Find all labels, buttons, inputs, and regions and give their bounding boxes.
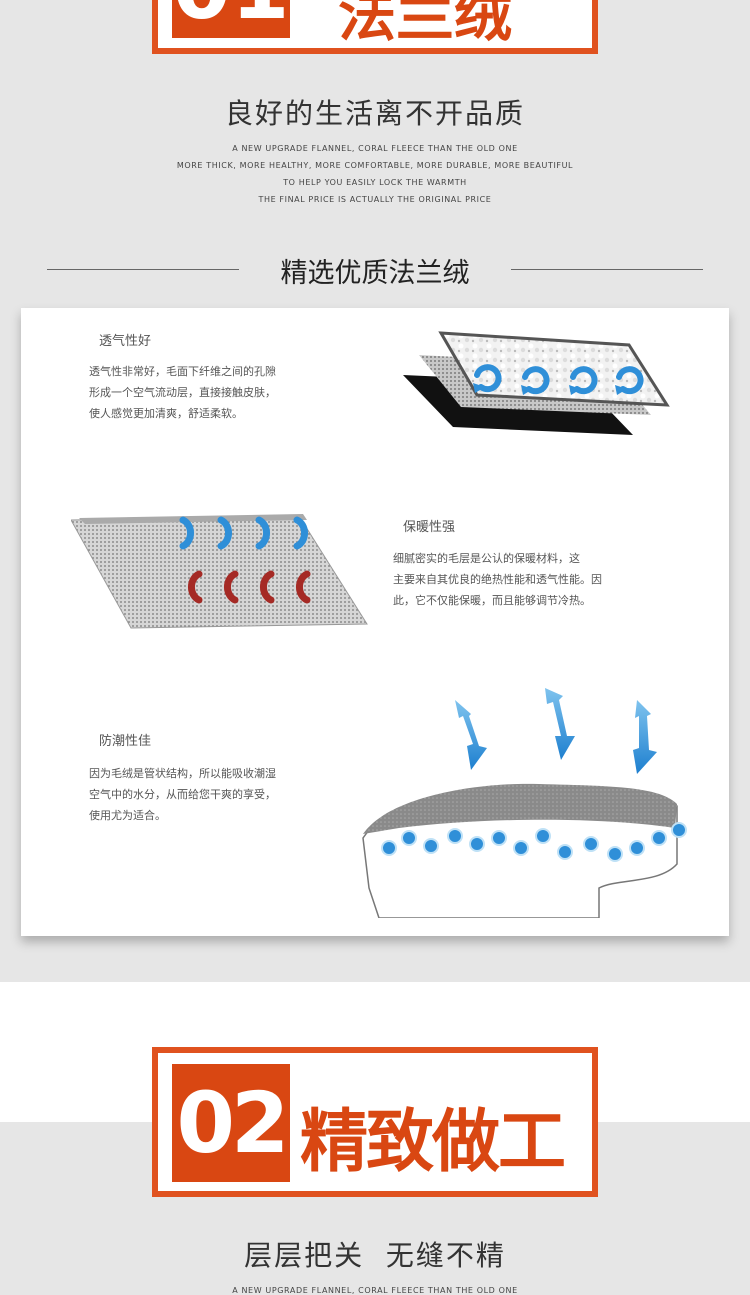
feature-breathable-body: 透气性非常好，毛面下纤维之间的孔隙 形成一个空气流动层，直接接触皮肤， 使人感觉…	[89, 361, 349, 424]
section2-slogan: 层层把关 无缝不精	[244, 1239, 506, 1272]
divider-right	[511, 269, 703, 270]
moisture-arrow-icon	[633, 700, 657, 774]
feature-moisture-line: 空气中的水分，从而给您干爽的享受，	[89, 788, 276, 801]
feature-moisture-body: 因为毛绒是管状结构，所以能吸收潮湿 空气中的水分，从而给您干爽的享受， 使用尤为…	[89, 763, 349, 826]
cold-air-icon	[255, 516, 270, 550]
feature-breathable-line: 透气性非常好，毛面下纤维之间的孔隙	[89, 365, 276, 378]
section1-english-line-1: A NEW UPGRADE FLANNEL, CORAL FLEECE THAN…	[232, 144, 518, 153]
fabric-layer	[71, 515, 368, 629]
feature-warmth-title: 保暖性强	[403, 520, 456, 535]
feature-moisture-title: 防潮性佳	[99, 734, 152, 749]
warm-air-icon	[296, 570, 311, 604]
air-flow-icon	[570, 366, 598, 395]
warmth-fabric-illustration	[71, 514, 368, 629]
cushion-top	[363, 783, 677, 834]
moisture-fabric-illustration	[362, 688, 687, 918]
air-flow-icon	[474, 364, 502, 393]
moisture-arrow-icon	[455, 700, 487, 770]
section2-english-line-1: A NEW UPGRADE FLANNEL, CORAL FLEECE THAN…	[232, 1286, 518, 1295]
section1-slogan: 良好的生活离不开品质	[224, 97, 525, 130]
feature-warmth-line: 细腻密实的毛层是公认的保暖材料，这	[393, 552, 580, 565]
feature-breathable-title: 透气性好	[99, 334, 152, 349]
warm-air-icon	[188, 570, 203, 604]
cold-air-icon	[217, 516, 232, 550]
warm-air-icon	[260, 570, 275, 604]
feature-moisture-line: 因为毛绒是管状结构，所以能吸收潮湿	[89, 767, 276, 780]
feature-breathable-line: 使人感觉更加清爽，舒适柔软。	[89, 407, 243, 420]
feature-warmth-line: 此，它不仅能保暖，而且能够调节冷热。	[393, 594, 591, 607]
air-flow-icon	[616, 366, 644, 395]
section2-title: 精致做工	[300, 1103, 566, 1182]
feature-moisture-line: 使用尤为适合。	[89, 809, 166, 822]
warm-air-icon	[224, 570, 239, 604]
cold-air-icon	[179, 516, 194, 550]
section1-english-line-4: THE FINAL PRICE IS ACTUALLY THE ORIGINAL…	[258, 195, 492, 204]
section1-english-line-2: MORE THICK, MORE HEALTHY, MORE COMFORTAB…	[176, 161, 574, 170]
divider-left	[47, 269, 239, 270]
divider-title: 精选优质法兰绒	[280, 258, 470, 289]
feature-warmth-body: 细腻密实的毛层是公认的保暖材料，这 主要来自其优良的绝热性能和透气性能。因 此，…	[393, 548, 693, 611]
breathable-fabric-illustration	[403, 331, 670, 435]
fabric-edge	[79, 514, 307, 524]
section1-english-line-3: TO HELP YOU EASILY LOCK THE WARMTH	[283, 178, 467, 187]
feature-warmth-line: 主要来自其优良的绝热性能和透气性能。因	[393, 573, 602, 586]
section1-number: 01	[172, 0, 290, 38]
feature-card: 透气性好 透气性非常好，毛面下纤维之间的孔隙 形成一个空气流动层，直接接触皮肤，…	[21, 308, 729, 936]
section1-title: 法兰绒	[338, 0, 513, 49]
cold-air-icon	[293, 516, 308, 550]
feature-breathable-line: 形成一个空气流动层，直接接触皮肤，	[89, 386, 276, 399]
section2-number: 02	[172, 1064, 290, 1182]
air-flow-icon	[522, 366, 550, 395]
moisture-arrow-icon	[545, 688, 575, 760]
